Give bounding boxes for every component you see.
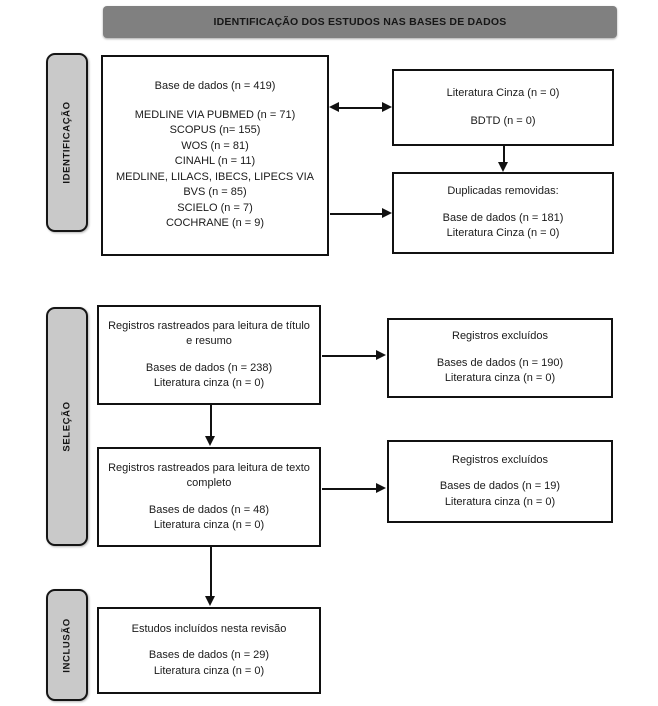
excluded-title-abstract-heading: Registros excluídos <box>452 330 548 343</box>
excluded-title-abstract-line1: Bases de dados (n = 190) <box>436 356 564 369</box>
databases-heading: Base de dados (n = 419) <box>154 80 276 93</box>
grey-literature-line2: BDTD (n = 0) <box>470 115 536 127</box>
grey-literature-line1: Literatura Cinza (n = 0) <box>446 86 560 99</box>
duplicates-line1: Base de dados (n = 181) <box>442 211 564 224</box>
screened-full-text-line2: Literatura cinza (n = 0) <box>153 519 265 531</box>
connector-grey-literature-duplicates <box>503 146 505 164</box>
connector-screened2-excluded2 <box>322 488 377 490</box>
arrow-right-to-duplicates <box>382 208 392 218</box>
databases-source-5: BVS (n = 85) <box>183 186 247 199</box>
screened-title-abstract-line1: Bases de dados (n = 238) <box>145 361 273 374</box>
databases-source-6: SCIELO (n = 7) <box>177 201 253 214</box>
stage-label-selecao: SELEÇÃO <box>46 307 88 546</box>
databases-source-1: SCOPUS (n= 155) <box>169 124 261 137</box>
box-excluded-full-text: Registros excluídos Bases de dados (n = … <box>387 440 613 523</box>
section-banner-identification: IDENTIFICAÇÃO DOS ESTUDOS NAS BASES DE D… <box>103 6 617 38</box>
duplicates-heading: Duplicadas removidas: <box>447 185 559 198</box>
screened-full-text-heading: Registros rastreados para leitura de tex… <box>108 461 310 490</box>
stage-label-inclusao: INCLUSÃO <box>46 589 88 701</box>
arrow-right-to-grey-literature <box>382 102 392 112</box>
screened-full-text-line1: Bases de dados (n = 48) <box>148 503 270 516</box>
connector-databases-grey-literature <box>337 107 385 109</box>
excluded-title-abstract-line2: Literatura cinza (n = 0) <box>444 372 556 385</box>
screened-title-abstract-line2: Literatura cinza (n = 0) <box>153 377 265 389</box>
databases-source-0: MEDLINE VIA PUBMED (n = 71) <box>134 108 296 121</box>
banner-title: IDENTIFICAÇÃO DOS ESTUDOS NAS BASES DE D… <box>213 16 507 28</box>
databases-source-4: MEDLINE, LILACS, IBECS, LIPECS VIA <box>115 170 315 183</box>
box-included-studies: Estudos incluídos nesta revisão Bases de… <box>97 607 321 694</box>
arrow-down-to-screened2 <box>205 436 215 446</box>
stage-label-inclusao-text: INCLUSÃO <box>61 617 73 673</box>
excluded-full-text-heading: Registros excluídos <box>452 453 548 466</box>
screened-title-abstract-heading: Registros rastreados para leitura de tít… <box>108 319 310 348</box>
arrow-left-to-databases <box>329 102 339 112</box>
connector-screened1-excluded1 <box>322 355 377 357</box>
connector-screened1-screened2 <box>210 405 212 438</box>
duplicates-line2: Literatura Cinza (n = 0) <box>446 227 560 240</box>
box-duplicates-removed: Duplicadas removidas: Base de dados (n =… <box>392 172 614 254</box>
databases-source-7: COCHRANE (n = 9) <box>165 217 265 230</box>
box-screened-title-abstract: Registros rastreados para leitura de tít… <box>97 305 321 405</box>
box-databases: Base de dados (n = 419) MEDLINE VIA PUBM… <box>101 55 329 256</box>
excluded-full-text-line2: Literatura cinza (n = 0) <box>444 495 556 508</box>
arrow-right-to-excluded2 <box>376 483 386 493</box>
arrow-right-to-excluded1 <box>376 350 386 360</box>
databases-source-3: CINAHL (n = 11) <box>174 155 256 168</box>
excluded-full-text-line1: Bases de dados (n = 19) <box>439 480 561 493</box>
stage-label-selecao-text: SELEÇÃO <box>61 401 73 452</box>
arrow-down-to-included <box>205 596 215 606</box>
included-studies-line2: Literatura cinza (n = 0) <box>153 664 265 677</box>
box-excluded-title-abstract: Registros excluídos Bases de dados (n = … <box>387 318 613 398</box>
box-screened-full-text: Registros rastreados para leitura de tex… <box>97 447 321 547</box>
connector-screened2-included <box>210 547 212 597</box>
arrow-down-to-duplicates <box>498 162 508 172</box>
stage-label-identificacao-text: IDENTIFICAÇÃO <box>61 101 73 184</box>
stage-label-identificacao: IDENTIFICAÇÃO <box>46 53 88 232</box>
databases-source-2: WOS (n = 81) <box>181 139 249 152</box>
included-studies-line1: Bases de dados (n = 29) <box>148 649 270 662</box>
included-studies-heading: Estudos incluídos nesta revisão <box>131 622 287 635</box>
box-grey-literature: Literatura Cinza (n = 0) BDTD (n = 0) <box>392 69 614 146</box>
connector-databases-duplicates <box>330 213 385 215</box>
